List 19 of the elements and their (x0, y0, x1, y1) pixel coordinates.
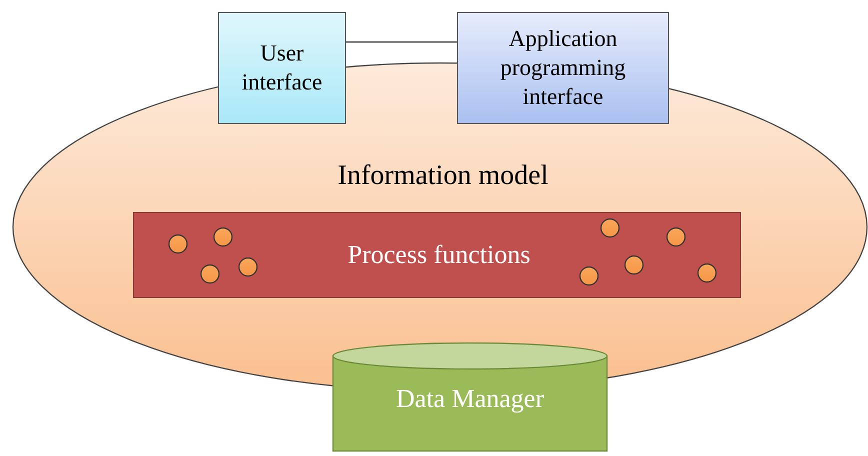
function-dot (213, 227, 233, 247)
node-label: User interface (240, 39, 324, 96)
interface-box (457, 12, 669, 124)
function-dot (624, 255, 644, 275)
function-dot (600, 218, 620, 238)
interface-box (218, 12, 346, 124)
node-label: Application programming interface (499, 24, 627, 110)
function-dot (238, 257, 258, 277)
process-band (133, 212, 741, 298)
model-title: Information model (336, 160, 550, 192)
connector-line (346, 41, 457, 43)
node-label: Data Manager (395, 384, 545, 414)
function-dot (666, 227, 686, 247)
function-dot (168, 234, 188, 254)
node-label: Process functions (346, 240, 532, 270)
function-dot (697, 263, 717, 283)
function-dot (200, 264, 220, 284)
database-cylinder (332, 342, 608, 452)
function-dot (579, 266, 599, 286)
